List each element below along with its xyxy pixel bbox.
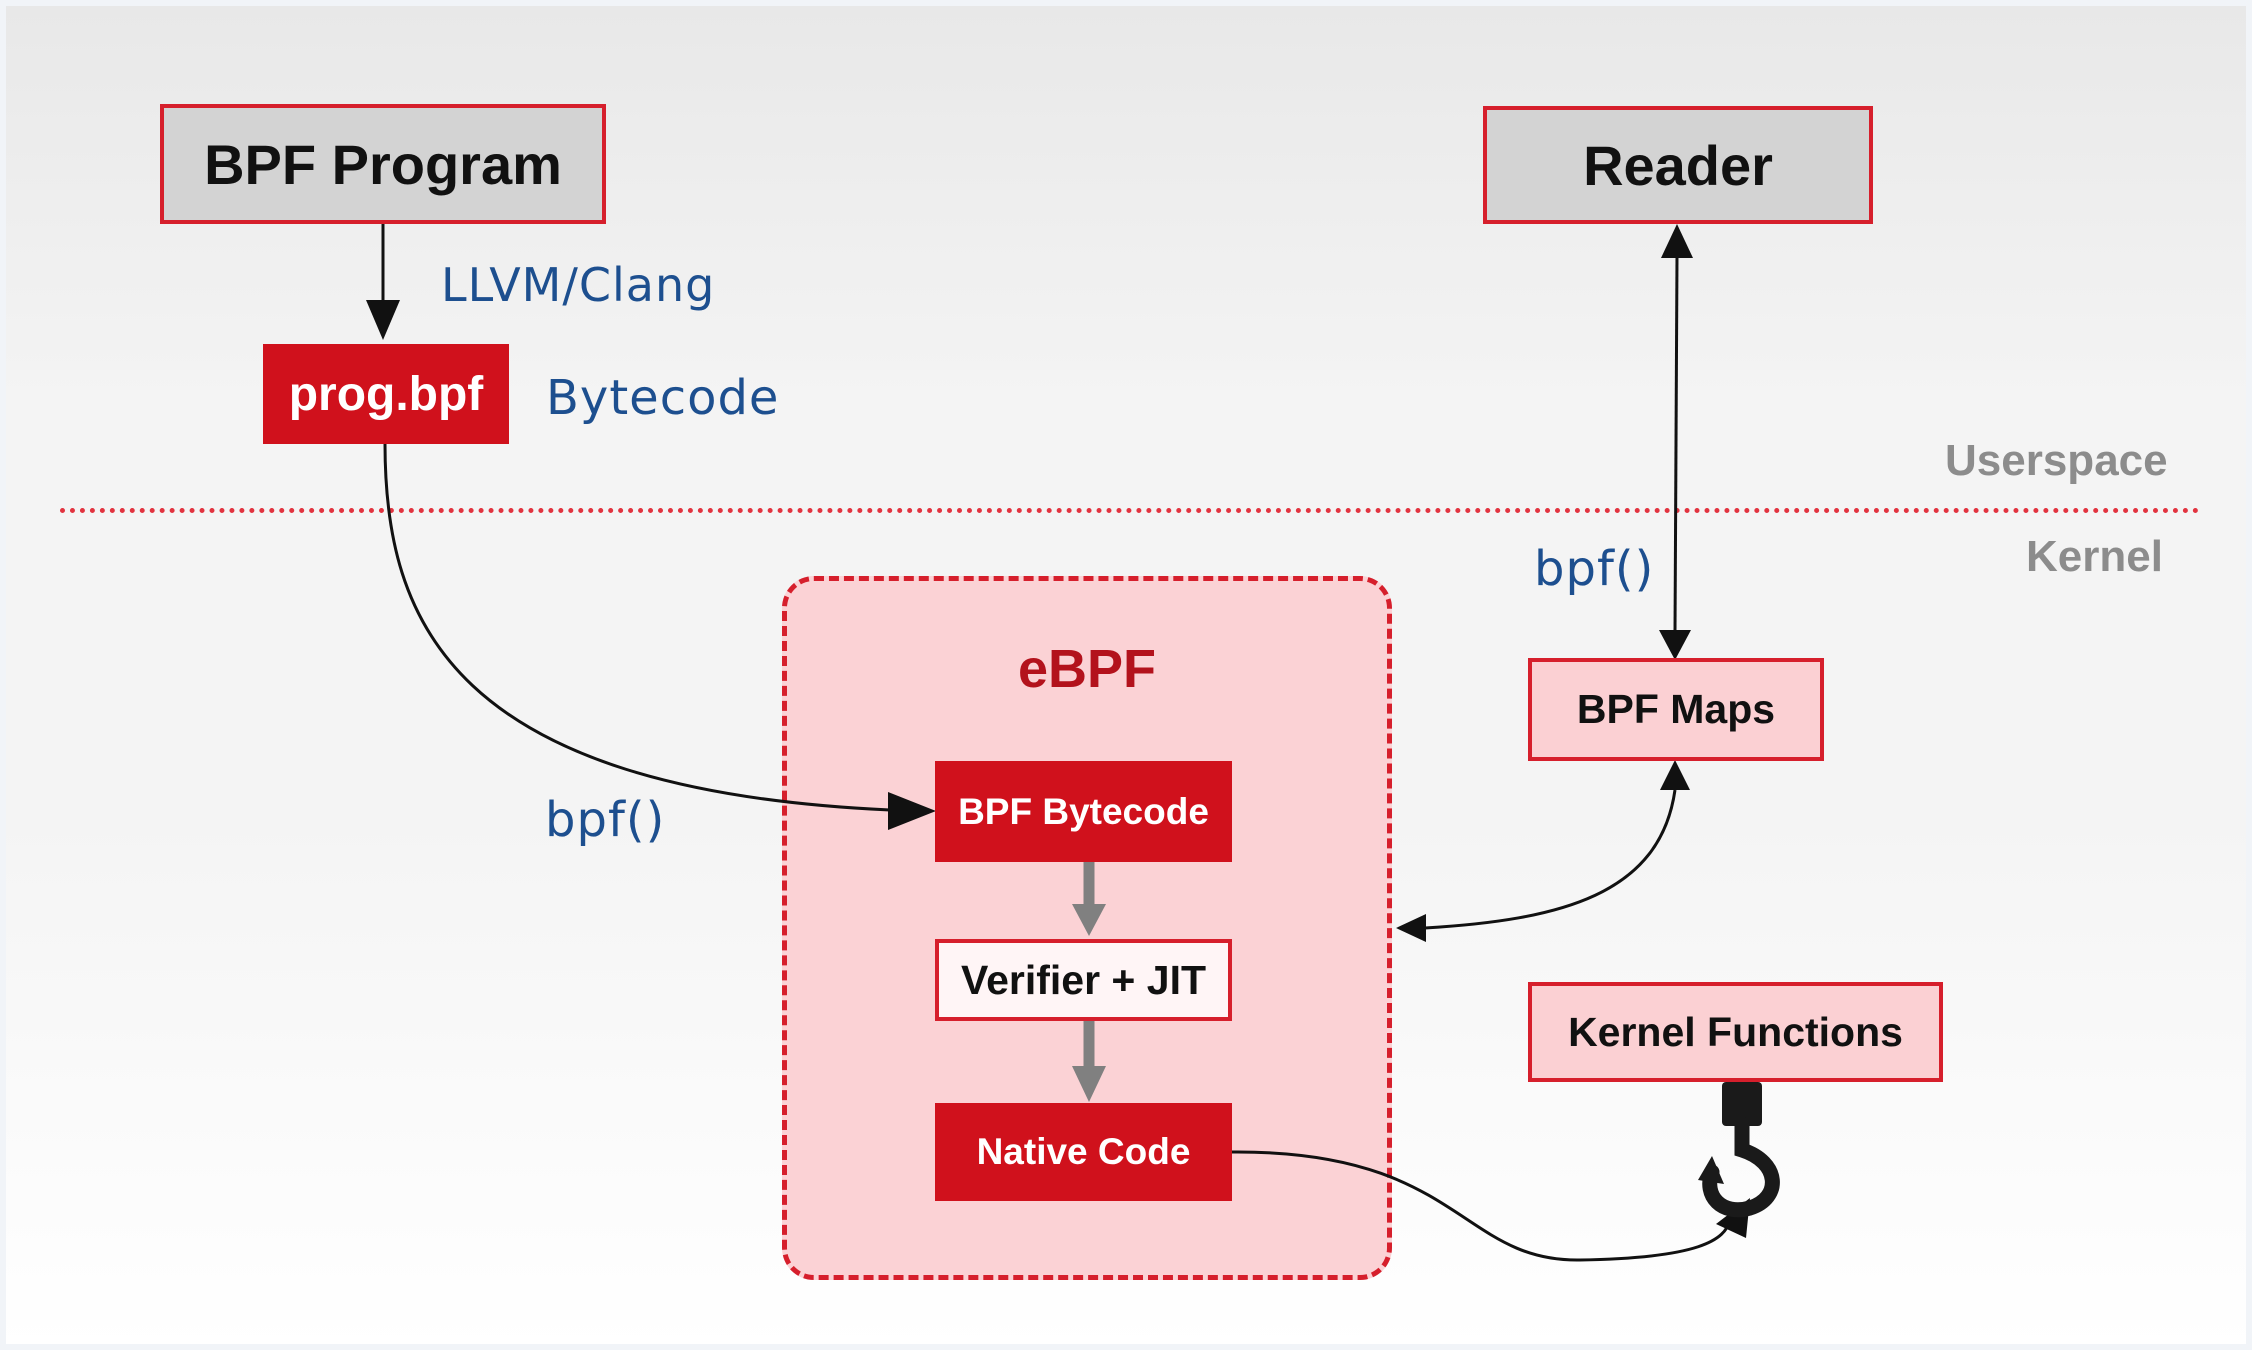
native-code-box[interactable]: Native Code <box>935 1103 1232 1201</box>
load-arrow <box>383 443 936 830</box>
bpf-maps-box[interactable]: BPF Maps <box>1528 658 1824 761</box>
bpf-bytecode-box[interactable]: BPF Bytecode <box>935 761 1232 862</box>
verifier-jit-box[interactable]: Verifier + JIT <box>935 939 1232 1021</box>
bpf-call-left-label: bpf() <box>545 792 666 848</box>
userspace-label: Userspace <box>1945 436 2168 485</box>
bytecode-label: Bytecode <box>546 370 780 426</box>
bpf-program-box[interactable]: BPF Program <box>160 104 606 224</box>
kernel-label: Kernel <box>2026 532 2163 581</box>
reader-maps-arrow <box>1659 224 1693 660</box>
pipeline-arrow-1 <box>1072 862 1106 936</box>
ebpf-maps-arrow <box>1396 760 1690 942</box>
hook-icon <box>1698 1082 1780 1218</box>
reader-box[interactable]: Reader <box>1483 106 1873 224</box>
attach-arrow <box>1231 1150 1750 1262</box>
bpf-call-right-label: bpf() <box>1534 541 1655 597</box>
compile-arrow <box>366 224 400 340</box>
kernel-functions-box[interactable]: Kernel Functions <box>1528 982 1943 1082</box>
ebpf-title: eBPF <box>1017 639 1157 699</box>
llvm-clang-label: LLVM/Clang <box>441 258 716 312</box>
prog-bpf-box[interactable]: prog.bpf <box>263 344 509 444</box>
userspace-kernel-divider <box>60 508 2200 513</box>
pipeline-arrow-2 <box>1072 1021 1106 1102</box>
